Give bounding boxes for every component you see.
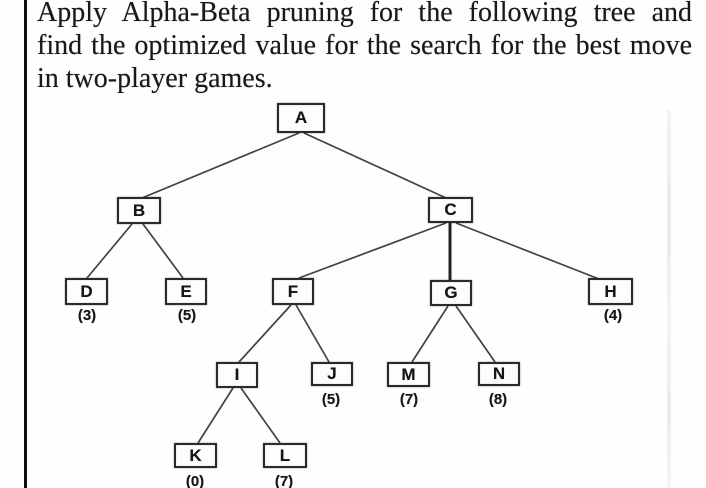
edge-B-D bbox=[86, 223, 133, 279]
edge-I-L bbox=[240, 387, 281, 444]
question-line-2: find the optimized value for the search … bbox=[37, 30, 692, 61]
node-label-G: G bbox=[444, 283, 458, 302]
question-text: Apply Alpha-Beta pruning for the followi… bbox=[37, 0, 692, 95]
leaf-value-L: (7) bbox=[274, 473, 294, 488]
leaf-value-E: (5) bbox=[177, 307, 197, 324]
node-label-B: B bbox=[132, 200, 146, 220]
tree-node-F: F bbox=[272, 278, 314, 305]
edge-A-C bbox=[303, 132, 447, 199]
tree-node-C: C bbox=[428, 197, 473, 223]
leaf-value-M: (7) bbox=[399, 391, 419, 408]
leaf-value-K: (0) bbox=[185, 473, 205, 488]
node-label-A: A bbox=[294, 108, 308, 127]
node-label-C: C bbox=[444, 200, 457, 219]
edge-G-N bbox=[455, 305, 496, 363]
question-line-1: Apply Alpha-Beta pruning for the followi… bbox=[37, 0, 692, 28]
node-label-J: J bbox=[327, 364, 337, 383]
scan-artifact-streak bbox=[667, 110, 671, 488]
node-label-E: E bbox=[180, 281, 192, 301]
tree-node-N: N bbox=[478, 362, 520, 386]
tree-node-A: A bbox=[277, 103, 325, 133]
question-line-3: in two-player games. bbox=[37, 63, 273, 94]
edge-B-E bbox=[142, 223, 184, 279]
leaf-value-N: (8) bbox=[488, 391, 508, 408]
tree-node-E: E bbox=[165, 278, 207, 305]
tree-node-G: G bbox=[430, 280, 472, 306]
edge-A-B bbox=[141, 132, 300, 199]
tree-node-M: M bbox=[387, 362, 430, 387]
page-left-border bbox=[24, 0, 27, 488]
tree-node-I: I bbox=[216, 362, 258, 388]
tree-node-D: D bbox=[65, 278, 108, 305]
edge-C-F bbox=[298, 222, 447, 279]
node-label-D: D bbox=[80, 281, 93, 301]
node-label-M: M bbox=[401, 364, 416, 384]
tree-node-H: H bbox=[588, 278, 633, 305]
edge-F-J bbox=[295, 304, 330, 363]
node-label-F: F bbox=[287, 281, 299, 301]
tree-node-L: L bbox=[263, 443, 307, 468]
edge-C-H bbox=[455, 222, 600, 280]
edge-G-M bbox=[411, 305, 449, 363]
leaf-value-H: (4) bbox=[603, 307, 623, 324]
node-label-N: N bbox=[492, 364, 506, 383]
node-label-L: L bbox=[279, 445, 291, 465]
leaf-value-D: (3) bbox=[77, 307, 97, 324]
tree-node-K: K bbox=[174, 443, 217, 468]
node-label-I: I bbox=[234, 365, 240, 384]
node-label-H: H bbox=[604, 281, 617, 301]
edge-I-K bbox=[197, 387, 234, 444]
tree-node-J: J bbox=[311, 362, 353, 386]
tree-node-B: B bbox=[117, 197, 161, 224]
leaf-value-J: (5) bbox=[321, 391, 341, 408]
edge-F-I bbox=[238, 304, 292, 363]
node-label-K: K bbox=[189, 445, 202, 465]
